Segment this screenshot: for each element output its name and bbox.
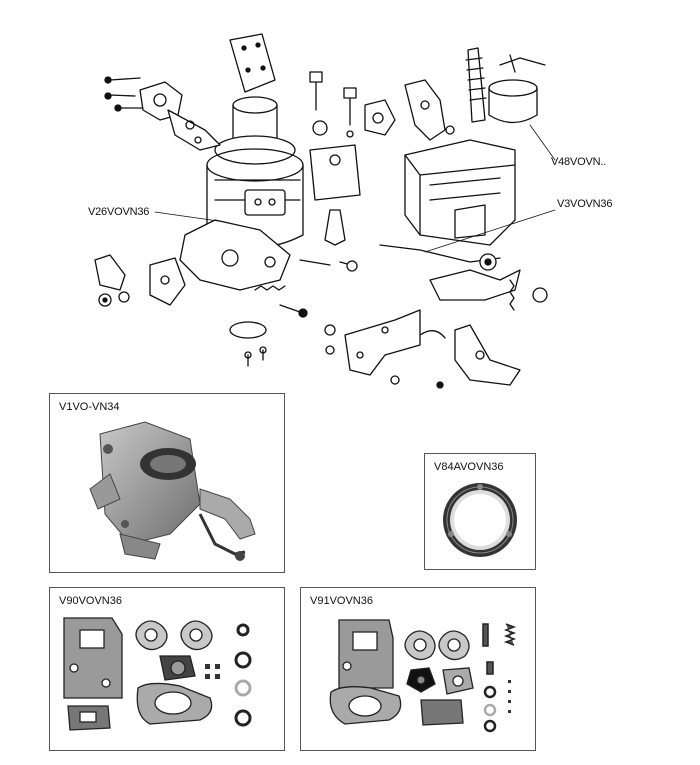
- carburettor-photo: [89, 421, 256, 561]
- callout-v3: V3VOVN36: [557, 198, 613, 210]
- callout-v48: V48VOVN..: [551, 156, 607, 168]
- panel-gasket-ring: V84AVOVN36: [424, 453, 536, 570]
- panel-title: V91VOVN36: [310, 595, 373, 607]
- panel-title: V90VOVN36: [59, 595, 122, 607]
- panel-title: V1VO-VN34: [59, 401, 120, 413]
- gasket-kit-jets-photo: [329, 619, 517, 733]
- panel-title: V84AVOVN36: [434, 461, 504, 473]
- panel-gasket-kit-jets: V91VOVN36: [300, 587, 536, 751]
- panel-carburettor-assembly: V1VO-VN34: [49, 393, 285, 573]
- panel-gasket-kit: V90VOVN36: [49, 587, 285, 751]
- gasket-ring-photo: [443, 483, 517, 557]
- gasket-kit-photo: [63, 617, 252, 731]
- exploded-carburettor-diagram: [94, 33, 556, 389]
- callout-v26: V26VOVN36: [88, 206, 150, 218]
